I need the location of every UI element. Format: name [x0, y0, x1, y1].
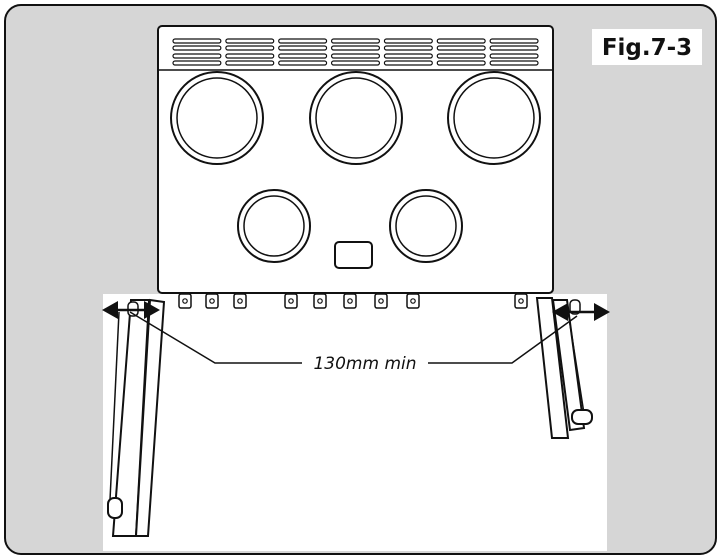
vent-slot [330, 53, 381, 59]
floor-area [103, 294, 607, 551]
left-double-arrow-icon [102, 301, 160, 319]
vent-slot [436, 60, 486, 66]
figure-label: Fig.7-3 [592, 29, 702, 65]
right-double-arrow-icon [552, 303, 610, 321]
vent-slot [489, 53, 539, 59]
small-burner-left [237, 189, 311, 263]
vent-slot [278, 45, 328, 51]
vent-slot [383, 45, 433, 51]
large-burner-center [309, 71, 403, 165]
vent-slot [225, 45, 275, 51]
control-knob [374, 293, 388, 309]
vent-slot [278, 60, 328, 66]
vent-slot [330, 38, 381, 44]
large-burner-left [170, 71, 264, 165]
vent-slot [172, 53, 222, 59]
cooker-hob [157, 25, 554, 294]
vent-slots [172, 38, 539, 66]
vent-slot [172, 38, 222, 44]
control-knob [284, 293, 298, 309]
vent-slot [278, 53, 328, 59]
vent-slot [225, 60, 275, 66]
left-open-door [107, 298, 166, 537]
control-knob [233, 293, 247, 309]
vent-slot [383, 38, 433, 44]
clearance-dimension-label: 130mm min [313, 354, 416, 374]
vent-slot [383, 60, 433, 66]
control-knob [178, 293, 192, 309]
vent-slot [172, 60, 222, 66]
vent-slot [172, 45, 222, 51]
control-knob [406, 293, 420, 309]
control-knob [205, 293, 219, 309]
dimension-leader-left [129, 311, 302, 364]
vent-slot [436, 45, 486, 51]
vent-slot [225, 38, 275, 44]
dimension-leader-right [428, 315, 578, 364]
vent-slot [436, 38, 486, 44]
display-window [334, 241, 373, 269]
control-knobs [178, 293, 528, 309]
vent-slot [330, 60, 381, 66]
vent-slot [436, 53, 486, 59]
large-burner-right [447, 71, 541, 165]
small-burner-right [389, 189, 463, 263]
control-knob [514, 293, 528, 309]
vent-slot [330, 45, 381, 51]
vent-slot [278, 38, 328, 44]
vent-slot [225, 53, 275, 59]
vent-slot [489, 38, 539, 44]
control-knob [343, 293, 357, 309]
right-open-door [535, 297, 593, 439]
figure-label-text: Fig.7-3 [602, 35, 692, 61]
vent-slot [489, 45, 539, 51]
vent-slot [489, 60, 539, 66]
vent-slot [383, 53, 433, 59]
control-knob [313, 293, 327, 309]
